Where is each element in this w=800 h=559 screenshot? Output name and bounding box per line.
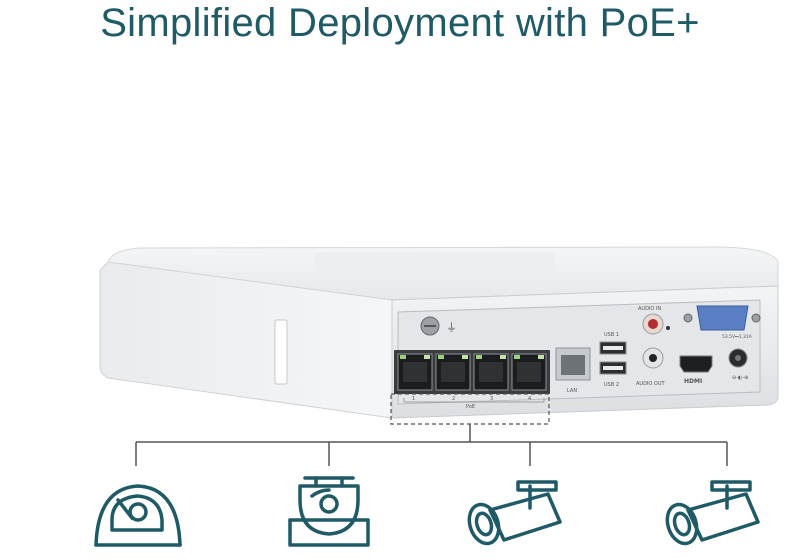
lan-label: LAN xyxy=(567,388,577,394)
usb-ports: USB 1 USB 2 xyxy=(599,332,627,388)
side-vent xyxy=(274,319,288,385)
usb1-label: USB 1 xyxy=(604,332,619,338)
bullet-camera-icon xyxy=(665,480,760,546)
nvr-device: ⏚ xyxy=(99,246,779,425)
lan-port: LAN xyxy=(555,347,591,394)
dome-camera-icon xyxy=(94,484,182,547)
poe-label: PoE xyxy=(466,404,475,410)
poe-port-number: 4 xyxy=(528,396,531,402)
poe-port xyxy=(397,353,433,391)
poe-port xyxy=(435,353,471,391)
svg-text:⊖-◐-⊕: ⊖-◐-⊕ xyxy=(732,375,748,381)
connection-lines xyxy=(135,424,728,466)
poe-port-number: 2 xyxy=(452,396,455,402)
vga-port xyxy=(683,305,761,331)
poe-port xyxy=(473,353,509,391)
hdmi-label: HDMI xyxy=(684,378,702,385)
bullet-camera-icon xyxy=(467,480,562,546)
poe-port xyxy=(511,353,547,391)
poe-ports: 1 2 3 4 PoE xyxy=(394,350,550,410)
audio-in-label: AUDIO IN xyxy=(638,306,661,312)
ground-screw: ⏚ xyxy=(420,316,457,336)
poe-port-number: 3 xyxy=(490,396,493,402)
lid-logo-area xyxy=(315,252,555,272)
page-title: Simplified Deployment with PoE+ xyxy=(100,1,700,45)
usb2-label: USB 2 xyxy=(604,382,619,388)
power-label: 53.5V⎓1.31A xyxy=(722,334,753,340)
svg-text:⏚: ⏚ xyxy=(446,321,457,334)
poe-port-number: 1 xyxy=(412,396,415,402)
audio-ports: AUDIO IN AUDIO OUT xyxy=(636,306,670,387)
power-port: 53.5V⎓1.31A ⊖-◐-⊕ xyxy=(722,334,753,381)
audio-out-label: AUDIO OUT xyxy=(636,381,666,387)
vandal-dome-camera-icon xyxy=(288,476,370,547)
hdmi-port: HDMI xyxy=(679,355,713,385)
